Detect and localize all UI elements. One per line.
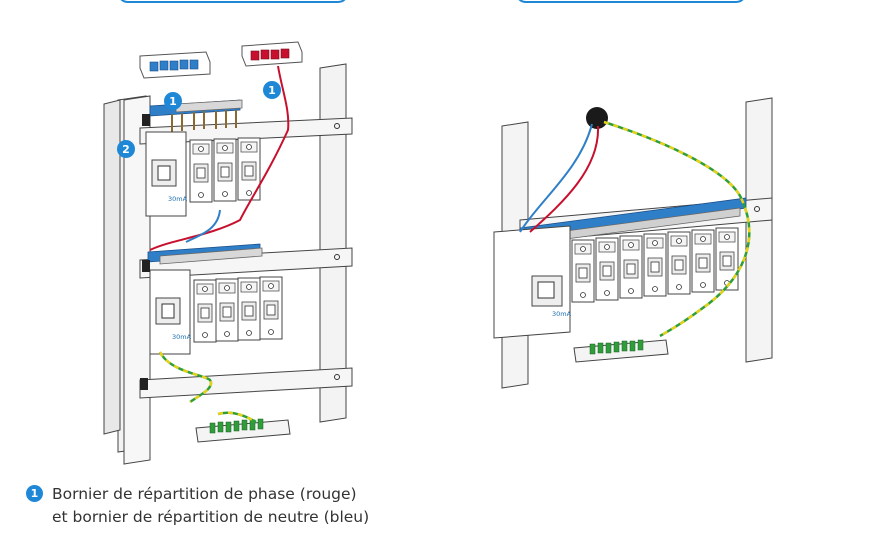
breaker-row-middle: 30mA [149, 269, 283, 355]
rcd-label-top: 30mA [168, 195, 188, 203]
cable-entry-gland [586, 107, 608, 129]
svg-text:1: 1 [268, 84, 276, 97]
din-rail-top [139, 117, 353, 145]
svg-text:1: 1 [169, 95, 177, 108]
din-rail-middle [139, 247, 353, 279]
svg-text:2: 2 [122, 143, 130, 156]
rcd-label-right: 30mA [552, 310, 572, 318]
earth-terminal-block [195, 418, 291, 443]
rcd-label-middle: 30mA [172, 333, 192, 341]
legend-line-2: et bornier de répartition de neutre (ble… [52, 508, 370, 526]
earth-terminal-block-right [573, 339, 669, 363]
right-panel: 30mA [493, 97, 773, 389]
neutral-distribution-block [139, 51, 211, 79]
callout-2: 2 [117, 140, 135, 158]
breaker-row-right: 30mA [493, 225, 739, 339]
din-rail-bottom [139, 367, 353, 399]
legend-line-1: Bornier de répartition de phase (rouge) [52, 485, 357, 503]
left-panel: 30mA 30mA [103, 41, 353, 465]
phase-distribution-block [241, 41, 303, 67]
breaker-row-top: 30mA [145, 131, 261, 217]
callout-1-neutral: 1 [164, 92, 182, 110]
callout-1-phase: 1 [263, 81, 281, 99]
legend-number-badge: 1 [26, 485, 43, 502]
